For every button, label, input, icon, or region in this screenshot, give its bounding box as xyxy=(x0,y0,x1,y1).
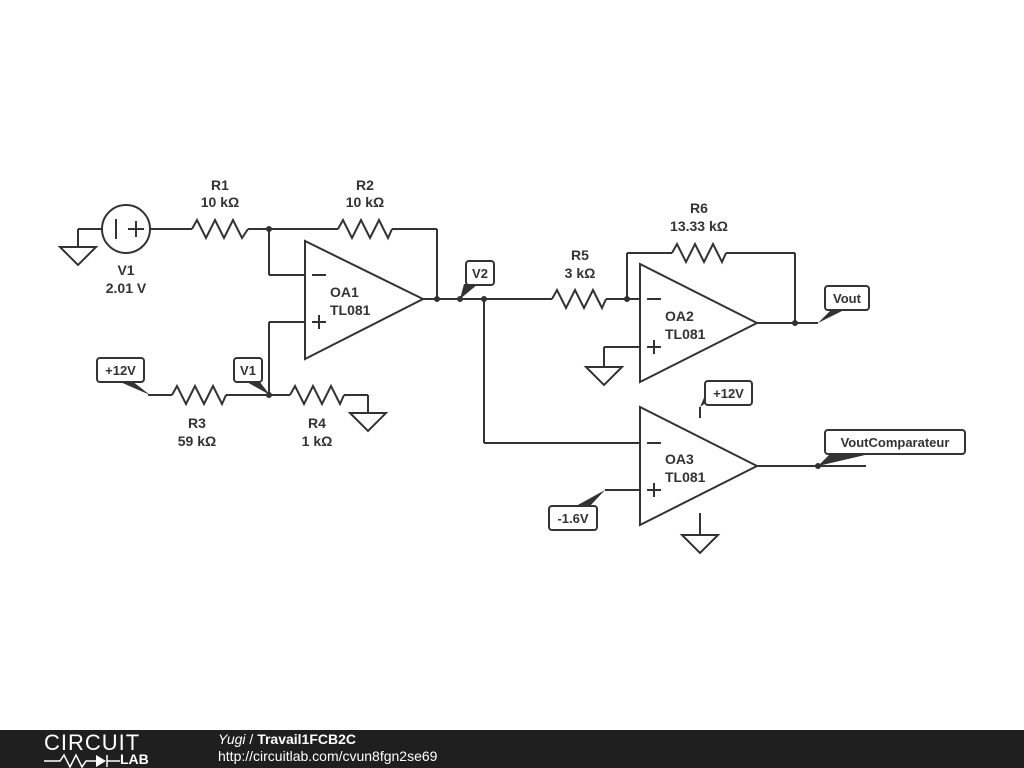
r1-name: R1 xyxy=(211,177,229,193)
resistor-r3[interactable]: R3 59 kΩ xyxy=(171,383,227,449)
logo-resistor-diode-icon xyxy=(44,753,120,768)
r1-value: 10 kΩ xyxy=(201,194,239,210)
svg-text:VoutComparateur: VoutComparateur xyxy=(841,435,950,450)
author-link[interactable]: Yugi xyxy=(218,731,246,747)
r6-value: 13.33 kΩ xyxy=(670,218,728,234)
logo-text-bottom: LAB xyxy=(120,751,149,767)
oa3-model: TL081 xyxy=(665,469,706,485)
credit-separator: / xyxy=(245,731,258,747)
r4-name: R4 xyxy=(308,415,326,431)
oa3-name: OA3 xyxy=(665,451,694,467)
ground-symbol xyxy=(679,534,721,555)
project-title[interactable]: Travail1FCB2C xyxy=(257,731,357,747)
svg-text:+12V: +12V xyxy=(105,363,136,378)
credit-block: Yugi / Travail1FCB2C http://circuitlab.c… xyxy=(218,731,437,765)
junction-dot xyxy=(266,226,272,232)
voltage-source-v1[interactable]: V1 2.01 V xyxy=(101,204,151,296)
opamp-oa1[interactable]: OA1 TL081 xyxy=(304,239,426,361)
oa2-name: OA2 xyxy=(665,308,694,324)
junction-dot xyxy=(792,320,798,326)
ground-symbol xyxy=(583,366,625,387)
opamp-oa2[interactable]: OA2 TL081 xyxy=(639,262,760,384)
v1-name: V1 xyxy=(117,262,134,278)
svg-text:V2: V2 xyxy=(472,266,488,281)
svg-text:V1: V1 xyxy=(240,363,256,378)
footer-bar: CIRCUIT LAB Yugi / Travail1FCB2C http://… xyxy=(0,730,1024,768)
net-label-v2[interactable]: V2 xyxy=(460,260,495,299)
net-label-v1[interactable]: V1 xyxy=(233,357,270,395)
net-label-vout[interactable]: Vout xyxy=(818,285,870,323)
resistor-r5[interactable]: R5 3 kΩ xyxy=(551,247,607,311)
r5-name: R5 xyxy=(571,247,589,263)
resistor-r6[interactable]: R6 13.33 kΩ xyxy=(670,200,728,265)
opamp-oa3[interactable]: OA3 TL081 xyxy=(639,405,760,527)
net-label-plus12v-left[interactable]: +12V xyxy=(96,357,150,395)
net-label-minus1-6v[interactable]: -1.6V xyxy=(548,490,605,531)
circuitlab-logo[interactable]: CIRCUIT LAB xyxy=(44,732,174,768)
r2-value: 10 kΩ xyxy=(346,194,384,210)
v1-value: 2.01 V xyxy=(106,280,147,296)
r3-value: 59 kΩ xyxy=(178,433,216,449)
project-url[interactable]: http://circuitlab.com/cvun8fgn2se69 xyxy=(218,748,438,764)
r5-value: 3 kΩ xyxy=(565,265,596,281)
logo-text-top: CIRCUIT xyxy=(44,730,141,755)
junction-dot xyxy=(624,296,630,302)
svg-text:Vout: Vout xyxy=(833,291,862,306)
r4-value: 1 kΩ xyxy=(302,433,333,449)
resistor-r2[interactable]: R2 10 kΩ xyxy=(337,177,393,241)
oa2-model: TL081 xyxy=(665,326,706,342)
r2-name: R2 xyxy=(356,177,374,193)
net-label-plus12v-oa3[interactable]: +12V xyxy=(700,380,753,407)
net-label-voutcomparateur[interactable]: VoutComparateur xyxy=(818,429,966,466)
resistor-r1[interactable]: R1 10 kΩ xyxy=(191,177,249,241)
schematic-canvas: V1 2.01 V R1 10 kΩ R2 10 kΩ R3 59 kΩ R4 … xyxy=(57,177,966,555)
svg-text:+12V: +12V xyxy=(713,386,744,401)
resistor-r4[interactable]: R4 1 kΩ xyxy=(289,383,345,449)
r3-name: R3 xyxy=(188,415,206,431)
oa1-name: OA1 xyxy=(330,284,359,300)
ground-symbol xyxy=(347,412,389,433)
wires xyxy=(148,228,866,535)
junction-dot xyxy=(434,296,440,302)
svg-text:-1.6V: -1.6V xyxy=(557,511,588,526)
ground-symbol xyxy=(57,228,102,267)
r6-name: R6 xyxy=(690,200,708,216)
junction-dot xyxy=(481,296,487,302)
oa1-model: TL081 xyxy=(330,302,371,318)
